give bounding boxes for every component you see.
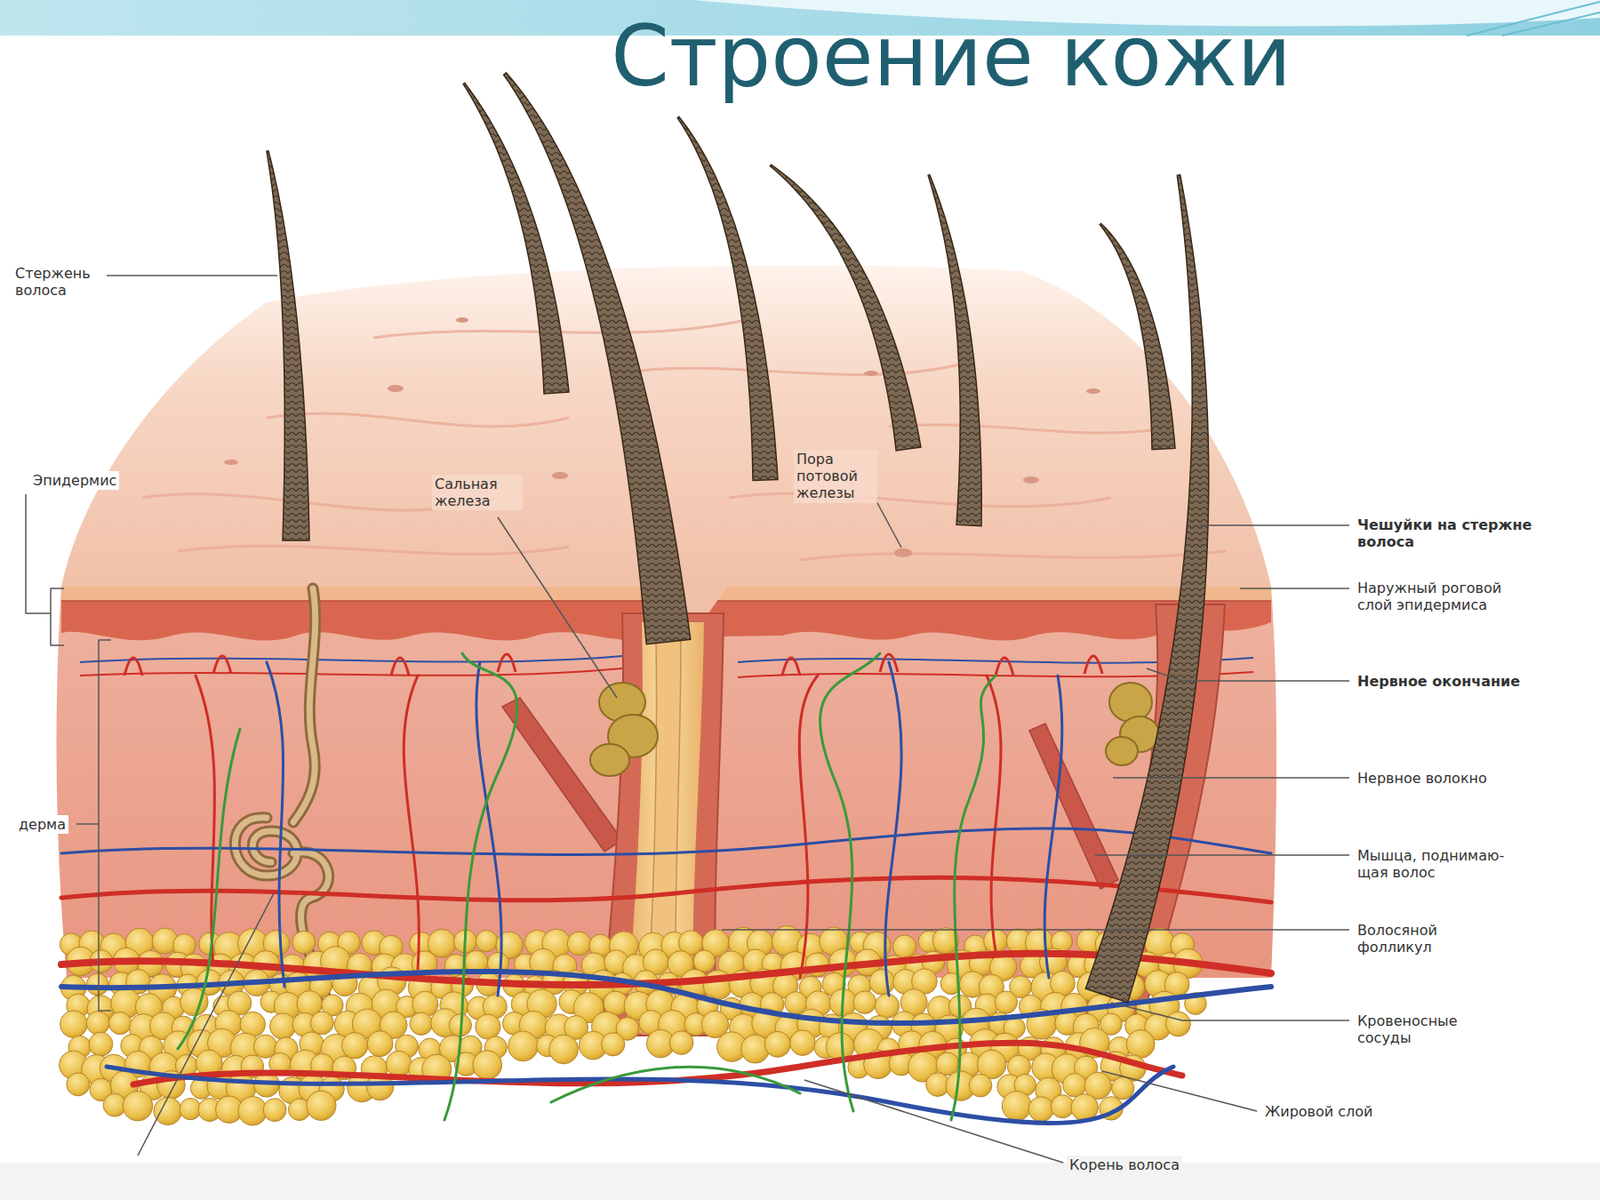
- fat-layer-label: Жировой слой: [1262, 1102, 1376, 1121]
- fat-cell: [693, 950, 716, 973]
- fat-cell: [60, 1010, 88, 1039]
- fat-cell: [122, 1091, 152, 1121]
- fat-cell: [508, 1031, 539, 1062]
- fat-cell: [475, 1014, 501, 1040]
- fat-cell: [238, 1096, 268, 1127]
- hair-shaft: [769, 164, 921, 451]
- fat-cell: [601, 1032, 625, 1056]
- fat-cell: [1050, 1095, 1074, 1119]
- sebaceous-gland-label: Сальная железа: [432, 474, 523, 511]
- nerve-ending-label: Нервное окончание: [1354, 672, 1523, 691]
- fat-cell: [310, 1011, 334, 1035]
- fat-cell: [1028, 1096, 1054, 1122]
- hair-scales-label: Чешуйки на стержне волоса: [1354, 515, 1536, 552]
- fat-cell: [385, 1050, 412, 1077]
- surface-hairs: [266, 82, 1176, 541]
- hair-shaft: [266, 151, 310, 541]
- fat-cell: [1001, 1091, 1032, 1121]
- fat-cell: [549, 1034, 579, 1064]
- fat-cell: [472, 1050, 503, 1080]
- fat-cell: [109, 1012, 132, 1035]
- fat-cell: [968, 1073, 992, 1097]
- fat-cell: [263, 1098, 287, 1122]
- fat-cell: [367, 1031, 393, 1057]
- hair-shaft: [504, 72, 691, 645]
- fat-cell: [790, 1030, 816, 1056]
- fat-cell: [292, 930, 316, 954]
- fat-cell: [1112, 1077, 1135, 1100]
- fat-cell: [153, 1096, 182, 1125]
- hair-shaft: [463, 82, 569, 394]
- fat-cell: [764, 1031, 791, 1057]
- hair-shaft: [1085, 175, 1209, 1003]
- hair-shaft: [1099, 223, 1176, 449]
- leader-lines: [25, 275, 1350, 1163]
- fat-cell: [306, 1090, 336, 1120]
- slide-title: Строение кожи: [533, 10, 1369, 103]
- fat-cell: [86, 1011, 110, 1035]
- fat-cell: [66, 1072, 90, 1096]
- nerve-fibers: [177, 653, 996, 1120]
- follicle-label: Волосяной фолликул: [1354, 920, 1472, 957]
- dermis-label: дерма: [16, 815, 69, 834]
- hair-shaft-label: Стержень волоса: [12, 264, 107, 300]
- fat-cell: [1166, 1011, 1192, 1037]
- sebaceous-gland: [590, 682, 658, 776]
- fat-cell: [853, 991, 877, 1015]
- muscle-label: Мышца, поднимаю- щая волос: [1354, 846, 1510, 882]
- blood-vessels: [61, 662, 1272, 1124]
- fat-cell: [994, 991, 1017, 1014]
- horny-layer-label: Наружный роговой слой эпидермиса: [1354, 578, 1536, 615]
- bottom-strip: [0, 1162, 1600, 1200]
- sebaceous-gland: [1105, 682, 1160, 766]
- fat-cell: [409, 1012, 432, 1035]
- hair-follicle: [600, 613, 724, 1036]
- hair-shaft: [928, 175, 982, 527]
- fat-cell: [669, 1031, 694, 1056]
- fat-cell: [1126, 1030, 1155, 1059]
- fat-cell: [270, 1013, 296, 1040]
- fat-cell: [567, 931, 592, 956]
- hair-root-label: Корень волоса: [1066, 1155, 1183, 1175]
- nerve-fiber-label: Нервное волокно: [1354, 768, 1490, 788]
- sweat-pore-label: Пора потовой железы: [793, 449, 878, 504]
- fat-cell: [88, 1032, 113, 1056]
- epidermis-label: Эпидермис: [30, 471, 120, 490]
- blood-vessels-label: Кровеносные сосуды: [1354, 1011, 1476, 1048]
- top-stripes: [1466, 1, 1600, 36]
- fat-cell: [475, 930, 497, 952]
- fat-cell: [342, 1032, 368, 1059]
- arrector-muscle: [1029, 723, 1119, 889]
- fat-cell: [1063, 1073, 1087, 1097]
- hair-shaft: [677, 116, 778, 480]
- section-hairs: [504, 72, 1209, 1003]
- fat-cell: [86, 973, 109, 996]
- fat-cell: [869, 969, 896, 996]
